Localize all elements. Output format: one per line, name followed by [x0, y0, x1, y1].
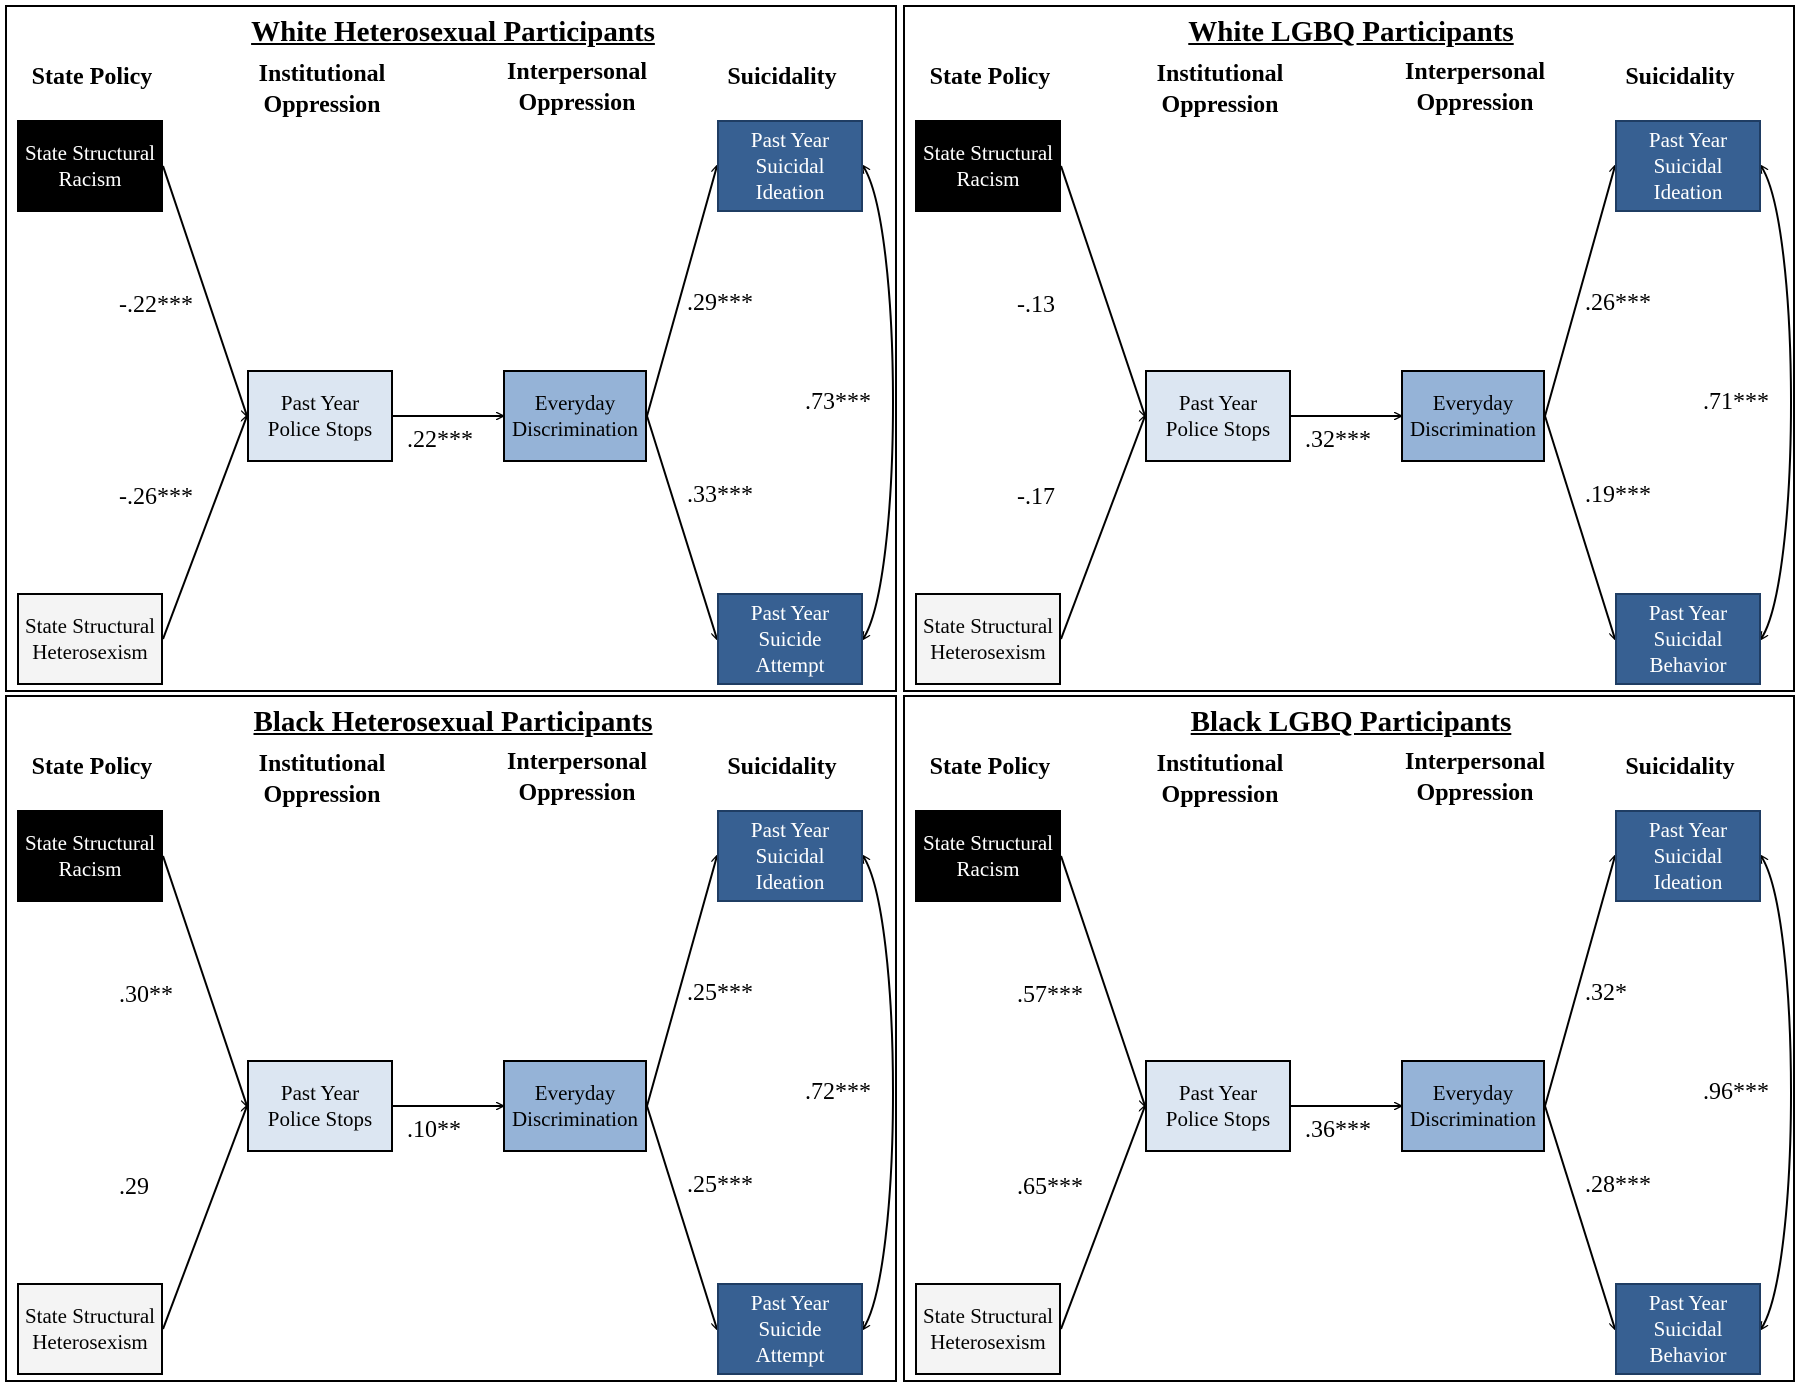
column-header-institutional: Institutional Oppression [258, 751, 386, 809]
arrow-discrimination-to-behavior [646, 1105, 717, 1329]
panel-title: White LGBQ Participants [1188, 16, 1514, 48]
arrow-discrimination-to-ideation [646, 856, 717, 1107]
node-police: Past Year Police Stops [1145, 1060, 1291, 1152]
column-header-interpersonal: Interpersonal Oppression [507, 749, 647, 807]
node-behavior: Past Year Suicidal Behavior [1615, 593, 1761, 685]
column-header-state-policy: State Policy [929, 64, 1051, 90]
column-header-suicidality: Suicidality [727, 64, 837, 90]
coefficient-ideation-behavior: .71*** [1703, 389, 1769, 415]
panel-title: Black Heterosexual Participants [253, 706, 653, 738]
column-header-interpersonal: Interpersonal Oppression [1405, 749, 1545, 807]
arrow-ideation-behavior-covariance [1761, 166, 1792, 639]
arrow-discrimination-to-ideation [1544, 856, 1615, 1107]
column-header-institutional: Institutional Oppression [1156, 61, 1284, 119]
coefficient-discrimination-behavior: .19*** [1585, 482, 1651, 508]
column-header-suicidality: Suicidality [1625, 64, 1735, 90]
column-header-state-policy: State Policy [31, 754, 153, 780]
node-discrimination: Everyday Discrimination [503, 370, 647, 462]
arrow-racism-to-police [162, 165, 247, 416]
panel-title: Black LGBQ Participants [1190, 706, 1512, 738]
arrow-discrimination-to-behavior [646, 415, 717, 639]
arrow-ideation-behavior-covariance [1761, 856, 1792, 1329]
arrow-heterosexism-to-police [162, 416, 247, 640]
coefficient-ideation-behavior: .72*** [805, 1079, 871, 1105]
column-header-institutional: Institutional Oppression [258, 61, 386, 119]
node-heterosexism: State Structural Heterosexism [915, 593, 1061, 685]
column-header-interpersonal: Interpersonal Oppression [507, 59, 647, 117]
column-header-suicidality: Suicidality [1625, 754, 1735, 780]
node-police: Past Year Police Stops [247, 1060, 393, 1152]
coefficient-discrimination-ideation: .26*** [1585, 290, 1651, 316]
node-ideation: Past Year Suicidal Ideation [1615, 120, 1761, 212]
node-ideation: Past Year Suicidal Ideation [717, 810, 863, 902]
coefficient-racism-police: .30** [119, 982, 173, 1008]
arrow-discrimination-to-ideation [646, 166, 717, 417]
node-racism: State Structural Racism [17, 120, 163, 212]
coefficient-ideation-behavior: .73*** [805, 389, 871, 415]
column-header-state-policy: State Policy [31, 64, 153, 90]
node-discrimination: Everyday Discrimination [1401, 1060, 1545, 1152]
node-police: Past Year Police Stops [1145, 370, 1291, 462]
coefficient-police-discrimination: .32*** [1305, 427, 1371, 453]
coefficient-police-discrimination: .10** [407, 1117, 461, 1143]
coefficient-discrimination-behavior: .25*** [687, 1172, 753, 1198]
node-ideation: Past Year Suicidal Ideation [717, 120, 863, 212]
coefficient-discrimination-ideation: .32* [1585, 980, 1627, 1006]
arrow-discrimination-to-behavior [1544, 1105, 1615, 1329]
node-ideation: Past Year Suicidal Ideation [1615, 810, 1761, 902]
node-heterosexism: State Structural Heterosexism [17, 1283, 163, 1375]
path-arrows [162, 7, 894, 694]
column-header-state-policy: State Policy [929, 754, 1051, 780]
coefficient-discrimination-ideation: .25*** [687, 980, 753, 1006]
coefficient-discrimination-behavior: .28*** [1585, 1172, 1651, 1198]
node-discrimination: Everyday Discrimination [503, 1060, 647, 1152]
node-racism: State Structural Racism [915, 120, 1061, 212]
path-arrows [1060, 7, 1792, 694]
coefficient-heterosexism-police: .65*** [1017, 1174, 1083, 1200]
coefficient-police-discrimination: .22*** [407, 427, 473, 453]
arrow-ideation-behavior-covariance [863, 166, 894, 639]
coefficient-heterosexism-police: -.17 [1017, 484, 1055, 510]
node-racism: State Structural Racism [17, 810, 163, 902]
node-discrimination: Everyday Discrimination [1401, 370, 1545, 462]
coefficient-heterosexism-police: -.26*** [119, 484, 193, 510]
column-header-interpersonal: Interpersonal Oppression [1405, 59, 1545, 117]
column-header-institutional: Institutional Oppression [1156, 751, 1284, 809]
node-behavior: Past Year Suicide Attempt [717, 1283, 863, 1375]
arrow-discrimination-to-ideation [1544, 166, 1615, 417]
panel-title: White Heterosexual Participants [251, 16, 655, 48]
node-heterosexism: State Structural Heterosexism [915, 1283, 1061, 1375]
arrow-ideation-behavior-covariance [863, 856, 894, 1329]
coefficient-racism-police: -.13 [1017, 292, 1055, 318]
arrow-racism-to-police [1060, 855, 1145, 1106]
node-police: Past Year Police Stops [247, 370, 393, 462]
arrow-racism-to-police [1060, 165, 1145, 416]
arrow-racism-to-police [162, 855, 247, 1106]
node-behavior: Past Year Suicide Attempt [717, 593, 863, 685]
node-heterosexism: State Structural Heterosexism [17, 593, 163, 685]
coefficient-discrimination-behavior: .33*** [687, 482, 753, 508]
arrow-heterosexism-to-police [1060, 1106, 1145, 1330]
arrow-discrimination-to-behavior [1544, 415, 1615, 639]
coefficient-police-discrimination: .36*** [1305, 1117, 1371, 1143]
coefficient-racism-police: .57*** [1017, 982, 1083, 1008]
arrow-heterosexism-to-police [1060, 416, 1145, 640]
node-racism: State Structural Racism [915, 810, 1061, 902]
coefficient-heterosexism-police: .29 [119, 1174, 149, 1200]
coefficient-racism-police: -.22*** [119, 292, 193, 318]
coefficient-discrimination-ideation: .29*** [687, 290, 753, 316]
node-behavior: Past Year Suicidal Behavior [1615, 1283, 1761, 1375]
path-arrows [1060, 697, 1792, 1384]
column-header-suicidality: Suicidality [727, 754, 837, 780]
coefficient-ideation-behavior: .96*** [1703, 1079, 1769, 1105]
path-arrows [162, 697, 894, 1384]
arrow-heterosexism-to-police [162, 1106, 247, 1330]
